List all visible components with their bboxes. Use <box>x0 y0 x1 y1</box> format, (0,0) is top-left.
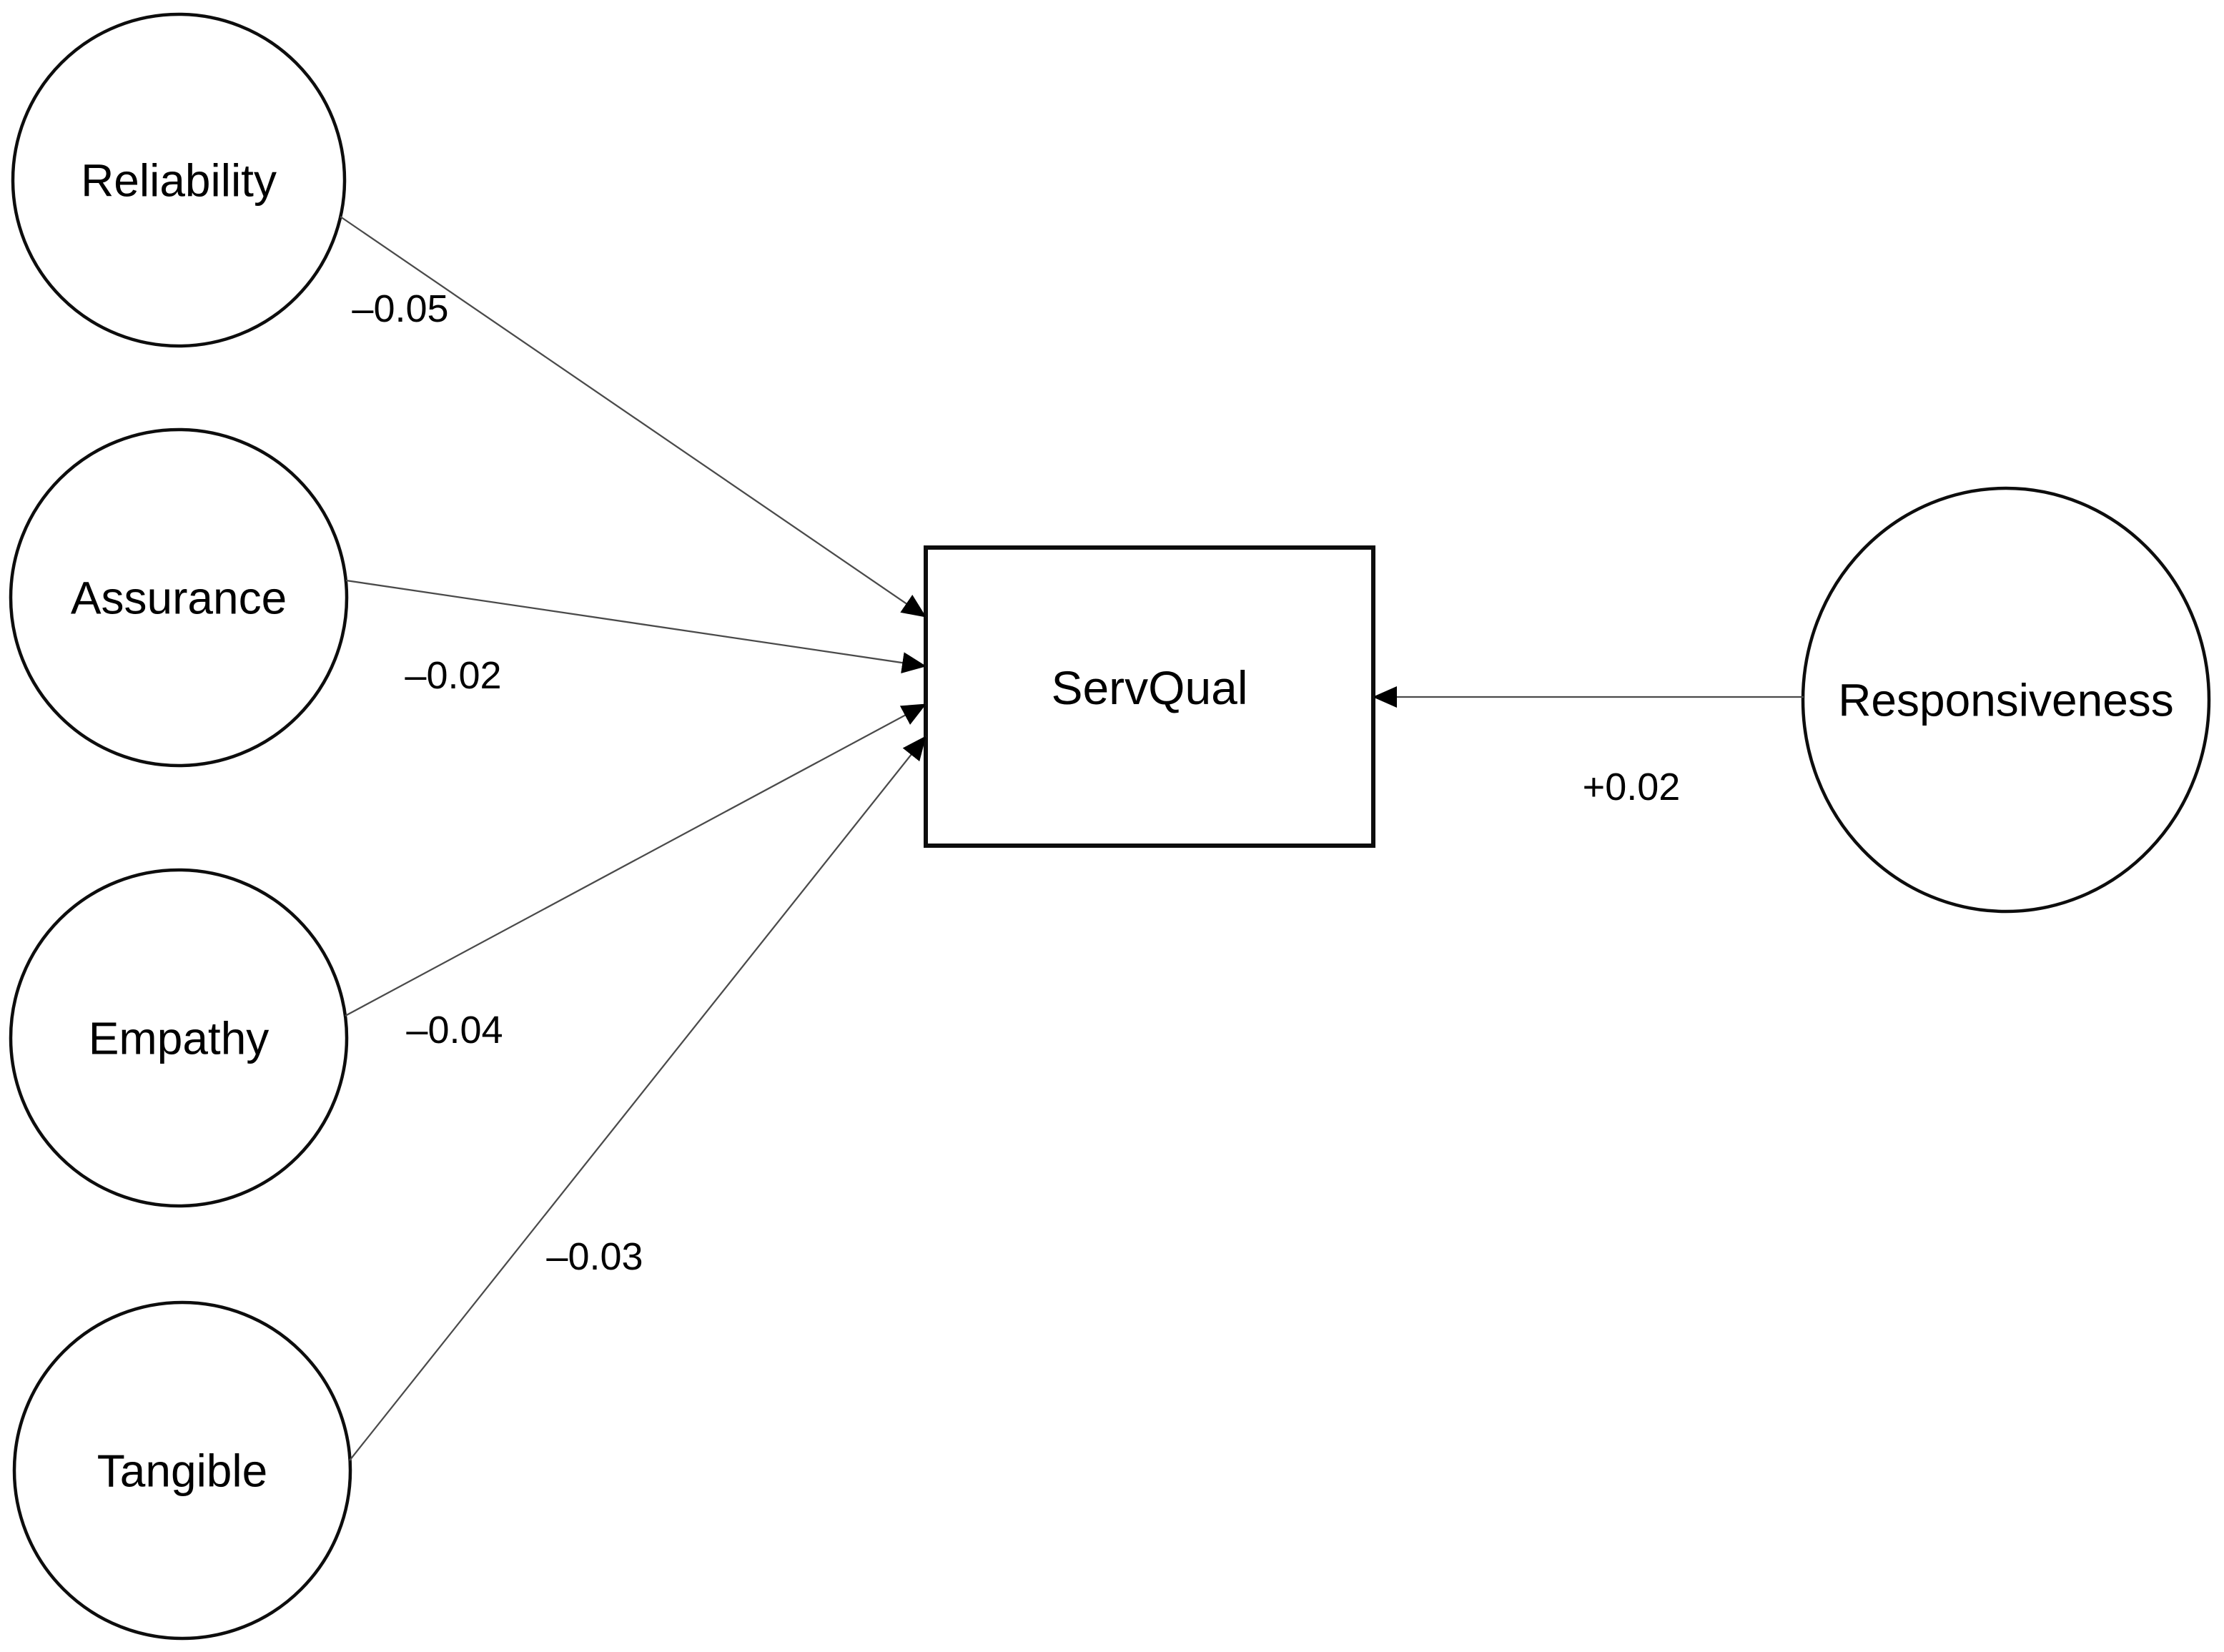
assurance-node <box>9 427 349 768</box>
assurance-to-servqual-arrow <box>345 579 926 674</box>
empathy-to-servqual-arrow <box>345 703 926 1017</box>
responsiveness-label: Responsiveness <box>1838 674 2174 726</box>
responsiveness-coefficient: +0.02 <box>1583 766 1681 808</box>
tangible-coefficient: –0.03 <box>546 1235 643 1278</box>
empathy-node <box>9 868 349 1208</box>
servqual-label: ServQual <box>1051 661 1247 714</box>
tangible-to-servqual-arrow <box>349 736 926 1461</box>
tangible-node <box>12 1300 352 1641</box>
empathy-coefficient: –0.04 <box>406 1009 503 1052</box>
empathy-label: Empathy <box>89 1012 270 1064</box>
reliability-label: Reliability <box>81 154 277 206</box>
assurance-label: Assurance <box>71 572 287 623</box>
assurance-coefficient: –0.02 <box>405 654 501 697</box>
reliability-node <box>11 12 347 348</box>
reliability-to-servqual-arrow <box>340 216 926 618</box>
tangible-label: Tangible <box>97 1445 267 1496</box>
reliability-coefficient: –0.05 <box>352 287 448 330</box>
servqual-box <box>924 545 1375 848</box>
responsiveness-node <box>1801 486 2211 914</box>
